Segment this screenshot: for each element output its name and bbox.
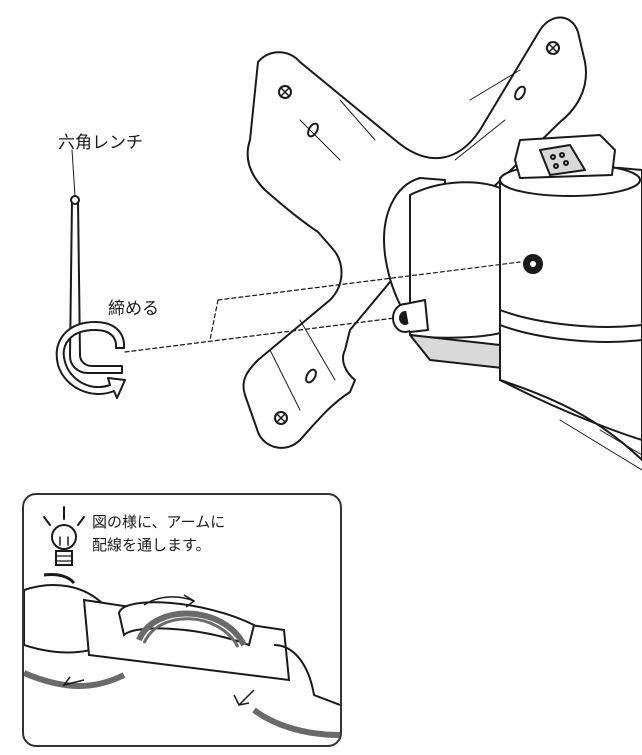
guide-line: [217, 261, 521, 301]
slot-hole: [514, 85, 526, 101]
arm-post: [499, 166, 642, 441]
hex-wrench-label: 六角レンチ: [58, 133, 143, 153]
tighten-arrow: [55, 321, 126, 399]
hex-wrench: [69, 199, 123, 374]
lightbulb-icon: [24, 506, 340, 738]
wrench-label-leader: [71, 149, 76, 197]
tip-line-2: 配線を通します。: [92, 536, 211, 554]
screw-hole: [274, 411, 288, 425]
tip-text: 図の様に、アームに 配線を通します。: [92, 511, 225, 557]
tip-line-1: 図の様に、アームに: [92, 513, 226, 531]
vesa-plate-inner: [299, 69, 521, 161]
cable-routing-illustration: [24, 573, 340, 738]
guide-line: [124, 317, 396, 353]
slot-hole: [307, 122, 319, 138]
tighten-label: 締める: [108, 299, 159, 319]
tip-box: 図の様に、アームに 配線を通します。: [22, 493, 342, 747]
screw-hole: [278, 85, 292, 99]
screw-hole: [546, 41, 560, 55]
slot-hole: [305, 368, 317, 384]
